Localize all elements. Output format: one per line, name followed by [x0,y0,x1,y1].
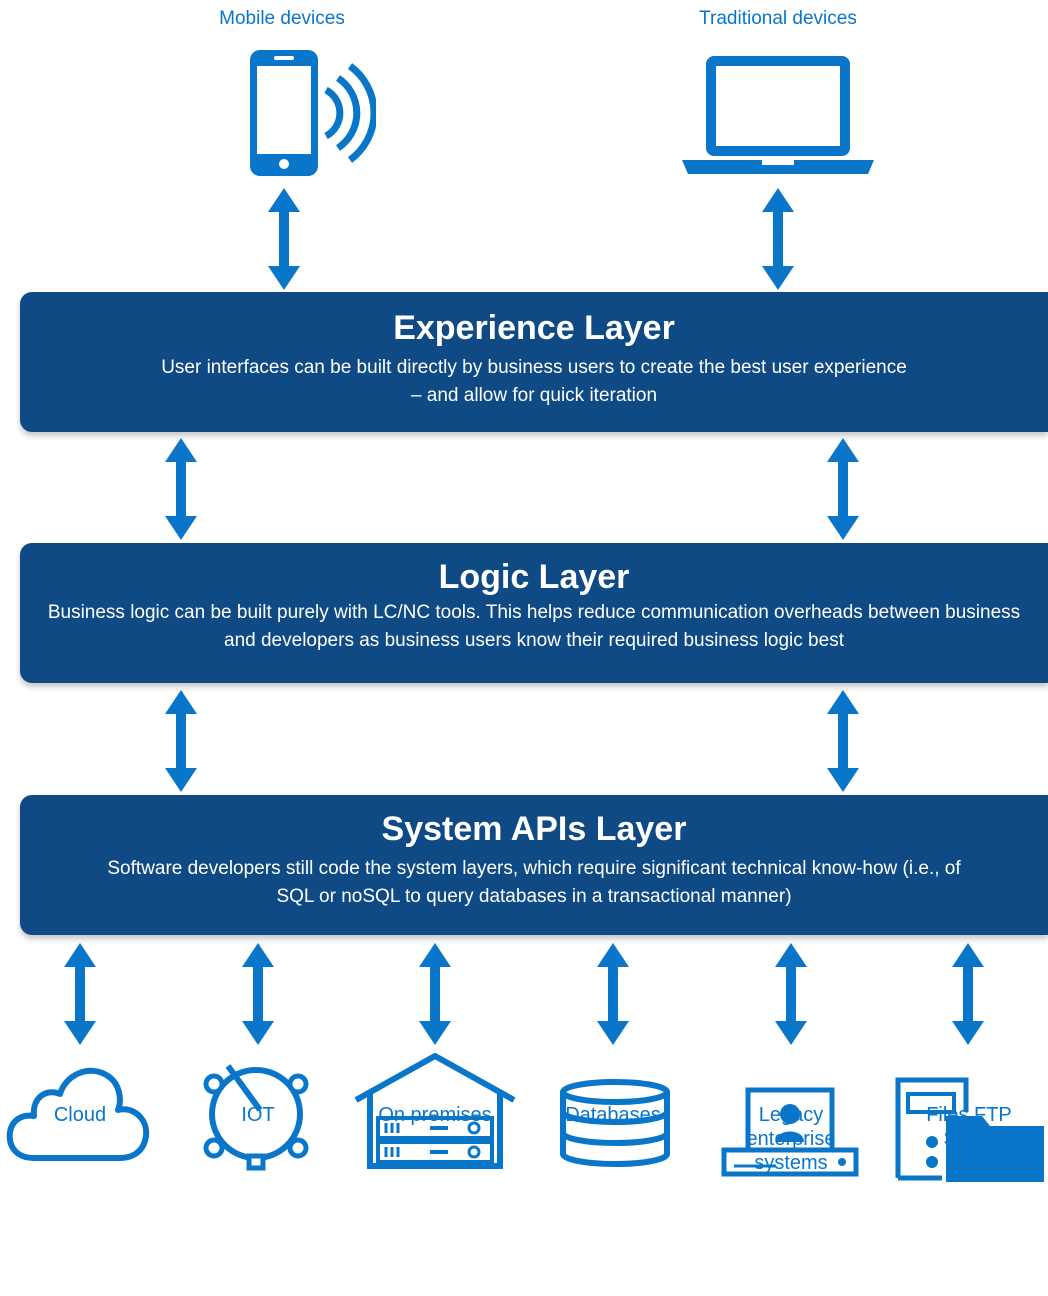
experience-layer-description: User interfaces can be built directly by… [161,357,907,406]
file-server-icon [895,1077,1044,1182]
system-iot-arrow [242,943,274,1045]
traditional-devices-label: Traditional devices [699,8,857,29]
logic-layer-description: Business logic can be built purely with … [47,602,1021,651]
iot-device-icon [203,1064,309,1171]
databases-label: Databases [565,1104,661,1126]
mobile-devices-label: Mobile devices [219,8,345,29]
cloud-icon [6,1067,150,1161]
iot-label: IOT [241,1104,275,1126]
logic-system-arrow-left [165,690,197,792]
mobile-phone-icon [250,50,376,176]
experience-layer: Experience Layer User interfaces can be … [20,292,1048,432]
database-icon [560,1079,670,1167]
system-apis-layer-title: System APIs Layer [381,810,687,848]
experience-logic-arrow-left [165,438,197,540]
laptop-icon [682,56,874,174]
system-apis-layer: System APIs Layer Software developers st… [20,795,1048,935]
logic-system-arrow-right [827,690,859,792]
mobile-experience-arrow [268,188,300,290]
logic-layer-title: Logic Layer [438,558,630,596]
experience-logic-arrow-right [827,438,859,540]
traditional-experience-arrow [762,188,794,290]
system-cloud-arrow [64,943,96,1045]
cloud-label: Cloud [53,1104,107,1126]
system-databases-arrow [597,943,629,1045]
logic-layer: Logic Layer Business logic can be built … [20,543,1048,683]
files-ftp-sftp-label: Files FTP SFTP [926,1104,1012,1150]
legacy-system-icon [721,1087,859,1177]
system-apis-layer-description: Software developers still code the syste… [107,858,961,907]
system-onprem-arrow [419,943,451,1045]
on-premises-server-icon [354,1053,516,1169]
system-files-arrow [952,943,984,1045]
system-legacy-arrow [775,943,807,1045]
on-premises-label: On premises [378,1104,492,1126]
experience-layer-title: Experience Layer [393,309,675,347]
legacy-systems-label: Legacy enterprise systems [746,1104,836,1174]
